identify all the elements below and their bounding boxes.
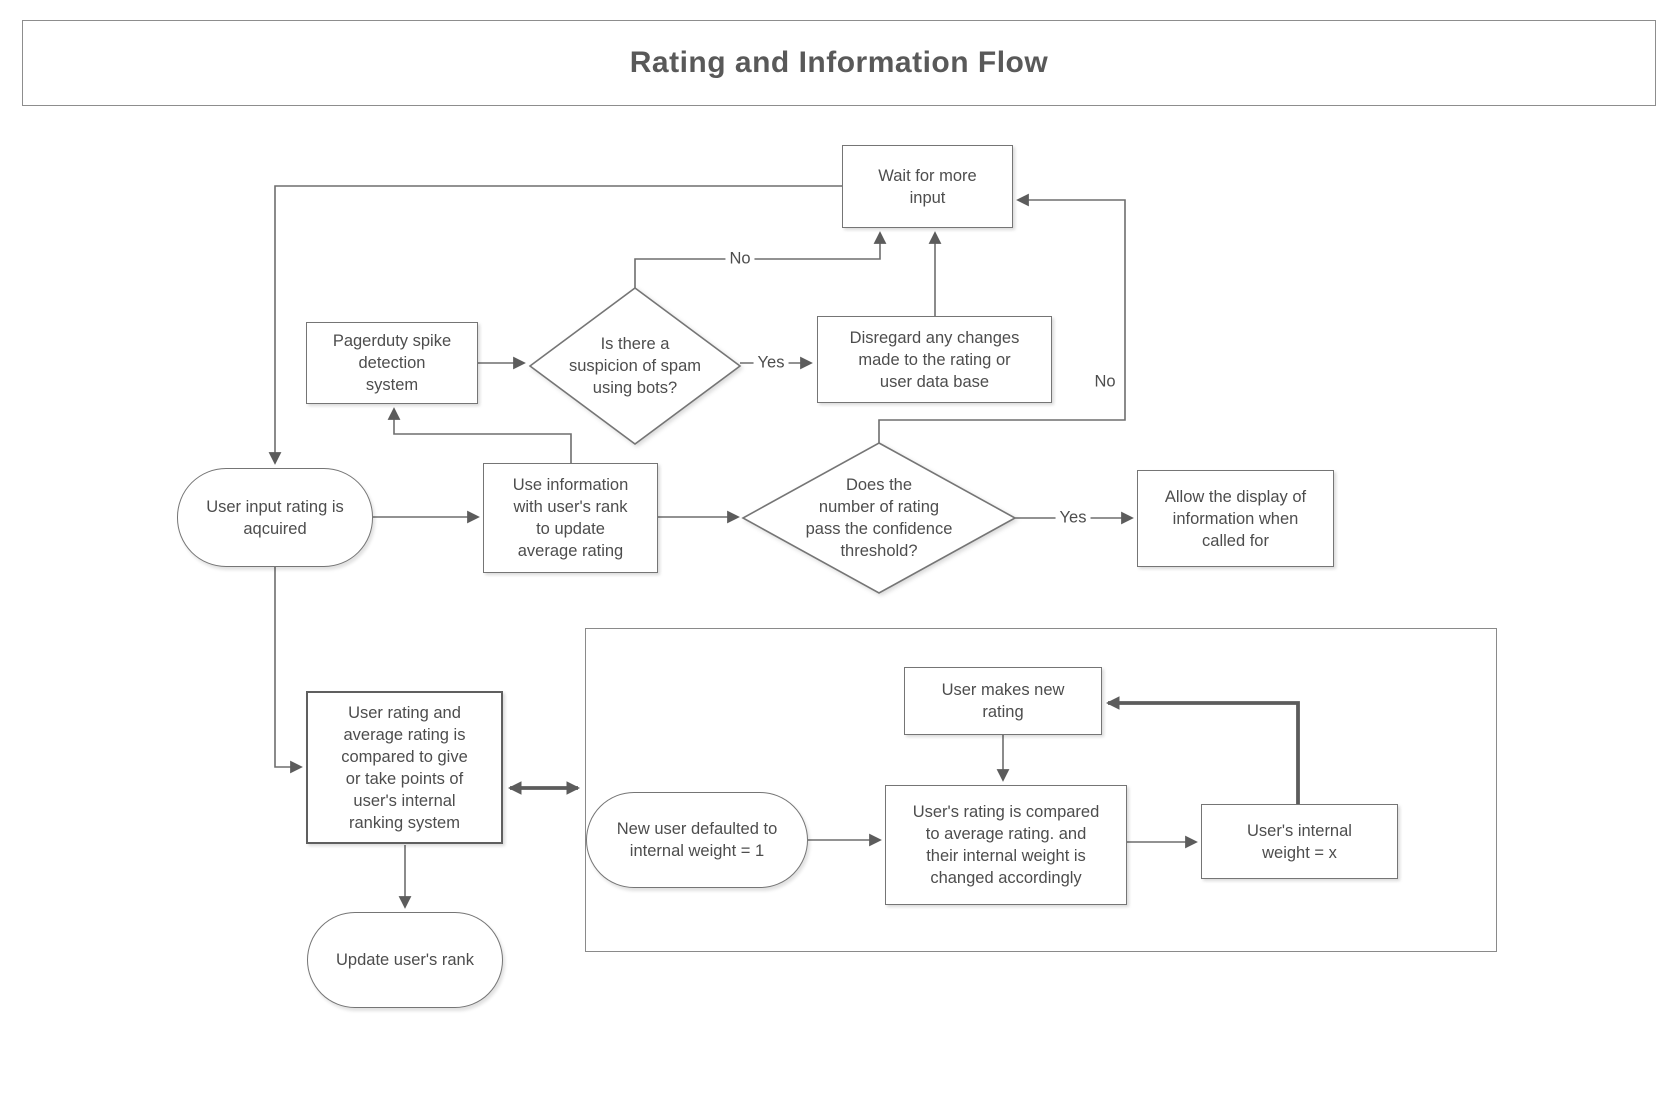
node-compare-rating[interactable]: User rating and average rating is compar… [306,691,503,844]
node-user-makes-rating[interactable]: User makes new rating [904,667,1102,735]
edge-wait-to-userinput [268,185,842,465]
edge-label-confidence-yes[interactable]: Yes [1055,508,1091,528]
node-new-user-default[interactable]: New user defaulted to internal weight = … [586,792,808,888]
node-allow-display-label: Allow the display of information when ca… [1164,487,1307,550]
node-new-user-default-label: New user defaulted to internal weight = … [616,820,778,860]
node-update-rank-label: Update user's rank [336,951,474,969]
node-use-information-label: Use information with user's rank to upda… [512,476,629,560]
edge-useinfo-to-pagerduty [387,407,572,463]
node-wait-for-input[interactable]: Wait for more input [842,145,1013,228]
node-rating-compared[interactable]: User's rating is compared to average rat… [885,785,1127,905]
node-user-input-rating-label: User input rating is aqcuired [206,497,344,538]
decision-spam-shape[interactable] [528,287,742,445]
edge-label-spam-no[interactable]: No [725,249,755,269]
node-wait-for-input-label: Wait for more input [878,166,977,207]
node-use-information[interactable]: Use information with user's rank to upda… [483,463,658,573]
node-rating-compared-label: User's rating is compared to average rat… [912,803,1100,887]
node-pagerduty[interactable]: Pagerduty spike detection system [306,322,478,404]
node-user-makes-rating-label: User makes new rating [941,681,1065,721]
decision-confidence-shape[interactable] [741,442,1017,594]
edge-label-spam-yes[interactable]: Yes [753,353,789,373]
diagram-title: Rating and Information Flow [629,46,1049,79]
edge-label-confidence-no[interactable]: No [1090,372,1120,392]
node-internal-weight-label: User's internal weight = x [1247,821,1352,862]
node-compare-rating-label: User rating and average rating is compar… [341,703,468,832]
node-disregard-changes-label: Disregard any changes made to the rating… [849,328,1020,391]
node-allow-display[interactable]: Allow the display of information when ca… [1137,470,1334,567]
node-update-rank[interactable]: Update user's rank [307,912,503,1008]
title-box: Rating and Information Flow [22,20,1656,106]
edge-confidence-no [878,193,1126,443]
edge-weight-to-usermakes [1105,696,1300,804]
edge-userinput-to-compare [274,567,303,774]
node-internal-weight[interactable]: User's internal weight = x [1201,804,1398,879]
node-user-input-rating[interactable]: User input rating is aqcuired [177,468,373,567]
edge-spam-no [634,231,887,288]
group-internal-weight-subprocess[interactable] [585,628,1497,952]
node-disregard-changes[interactable]: Disregard any changes made to the rating… [817,316,1052,403]
node-pagerduty-label: Pagerduty spike detection system [332,332,452,394]
